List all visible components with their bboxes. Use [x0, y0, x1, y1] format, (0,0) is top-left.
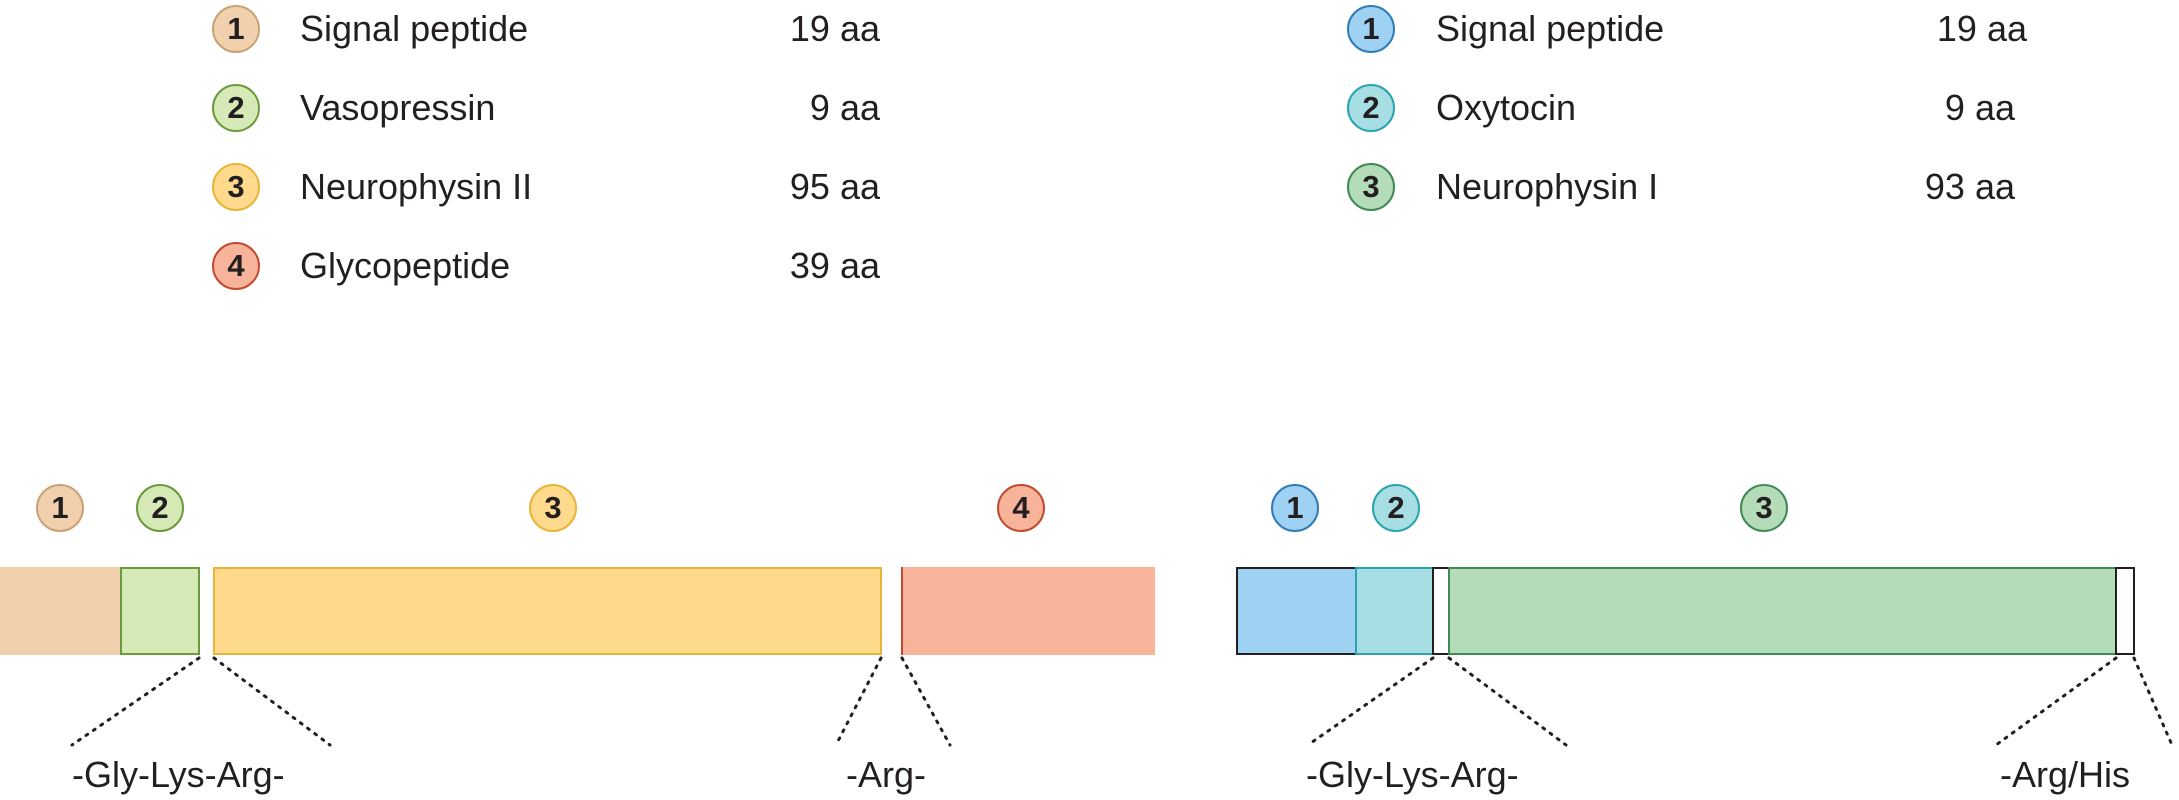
segment-badge-vp-signal: 1 [36, 484, 84, 532]
segment-glycopeptide [902, 567, 1155, 655]
legend-label: Signal peptide [300, 8, 529, 49]
segment-badge-vasopressin: 2 [136, 484, 184, 532]
oxytocin-cleavage-lines [1306, 656, 2174, 747]
segment-spacer-1 [1432, 567, 1450, 655]
cleavage-line [1994, 656, 2118, 747]
segment-oxt-signal [1236, 567, 1357, 655]
vasopressin-cleavage-lines [70, 656, 952, 747]
segment-badge-glycopeptide: 4 [997, 484, 1045, 532]
cleavage-line [1306, 656, 1435, 747]
segment-badge-oxytocin: 2 [1372, 484, 1420, 532]
legend-length: 95 aa [789, 166, 880, 207]
legend-row-neurophysin2: 3 Neurophysin II 95 aa [0, 163, 900, 233]
cleavage-line [900, 656, 952, 747]
cleavage-label-vp-1: -Gly-Lys-Arg- [72, 754, 285, 795]
badge-neurophysin2: 3 [212, 163, 260, 211]
legend-row-oxt-signal: 1 Signal peptide 19 aa [0, 5, 2179, 75]
cleavage-label-oxt-2: -Arg/His [2000, 754, 2131, 795]
legend-row-glycopeptide: 4 Glycopeptide 39 aa [0, 242, 900, 312]
legend-row-vp-signal: 1 Signal peptide 19 aa [0, 5, 900, 75]
legend-label: Signal peptide [1436, 8, 1665, 49]
legend-label: Glycopeptide [300, 245, 511, 286]
badge-oxytocin: 2 [1347, 84, 1395, 132]
legend-row-neurophysin1: 3 Neurophysin I 93 aa [0, 163, 2179, 233]
segment-spacer-2 [2115, 567, 2135, 655]
badge-oxt-signal: 1 [1347, 5, 1395, 53]
legend-length: 19 aa [789, 8, 880, 49]
legend-label: Oxytocin [1436, 87, 1577, 128]
legend-length: 93 aa [1924, 166, 2015, 207]
legend-length: 9 aa [1944, 87, 2015, 128]
segment-badge-neurophysin2: 3 [529, 484, 577, 532]
cleavage-line [1447, 656, 1568, 747]
cleavage-line [212, 656, 332, 747]
legend-length: 9 aa [809, 87, 880, 128]
oxytocin-precursor-bar [1236, 567, 2135, 655]
cleavage-line [2132, 656, 2174, 747]
segment-neurophysin1 [1448, 567, 2117, 655]
vasopressin-precursor-bar [0, 567, 1155, 655]
segment-vasopressin [120, 567, 200, 655]
legend-length: 39 aa [789, 245, 880, 286]
badge-vasopressin: 2 [212, 84, 260, 132]
badge-glycopeptide: 4 [212, 242, 260, 290]
segment-vp-signal [0, 567, 121, 655]
legend-row-vasopressin: 2 Vasopressin 9 aa [0, 84, 900, 154]
cleavage-line [834, 656, 883, 747]
cleavage-label-vp-2: -Arg- [846, 754, 926, 795]
cleavage-label-oxt-1: -Gly-Lys-Arg- [1306, 754, 1519, 795]
segment-oxytocin [1355, 567, 1434, 655]
legend-label: Neurophysin II [300, 166, 533, 207]
badge-neurophysin1: 3 [1347, 163, 1395, 211]
badge-vp-signal: 1 [212, 5, 260, 53]
segment-badge-oxt-signal: 1 [1271, 484, 1319, 532]
segment-badge-neurophysin1: 3 [1740, 484, 1788, 532]
cleavage-line [70, 656, 201, 747]
legend-label: Vasopressin [300, 87, 496, 128]
legend-row-oxytocin: 2 Oxytocin 9 aa [0, 84, 2179, 154]
legend-length: 19 aa [1936, 8, 2027, 49]
segment-neurophysin2 [213, 567, 882, 655]
legend-label: Neurophysin I [1436, 166, 1659, 207]
